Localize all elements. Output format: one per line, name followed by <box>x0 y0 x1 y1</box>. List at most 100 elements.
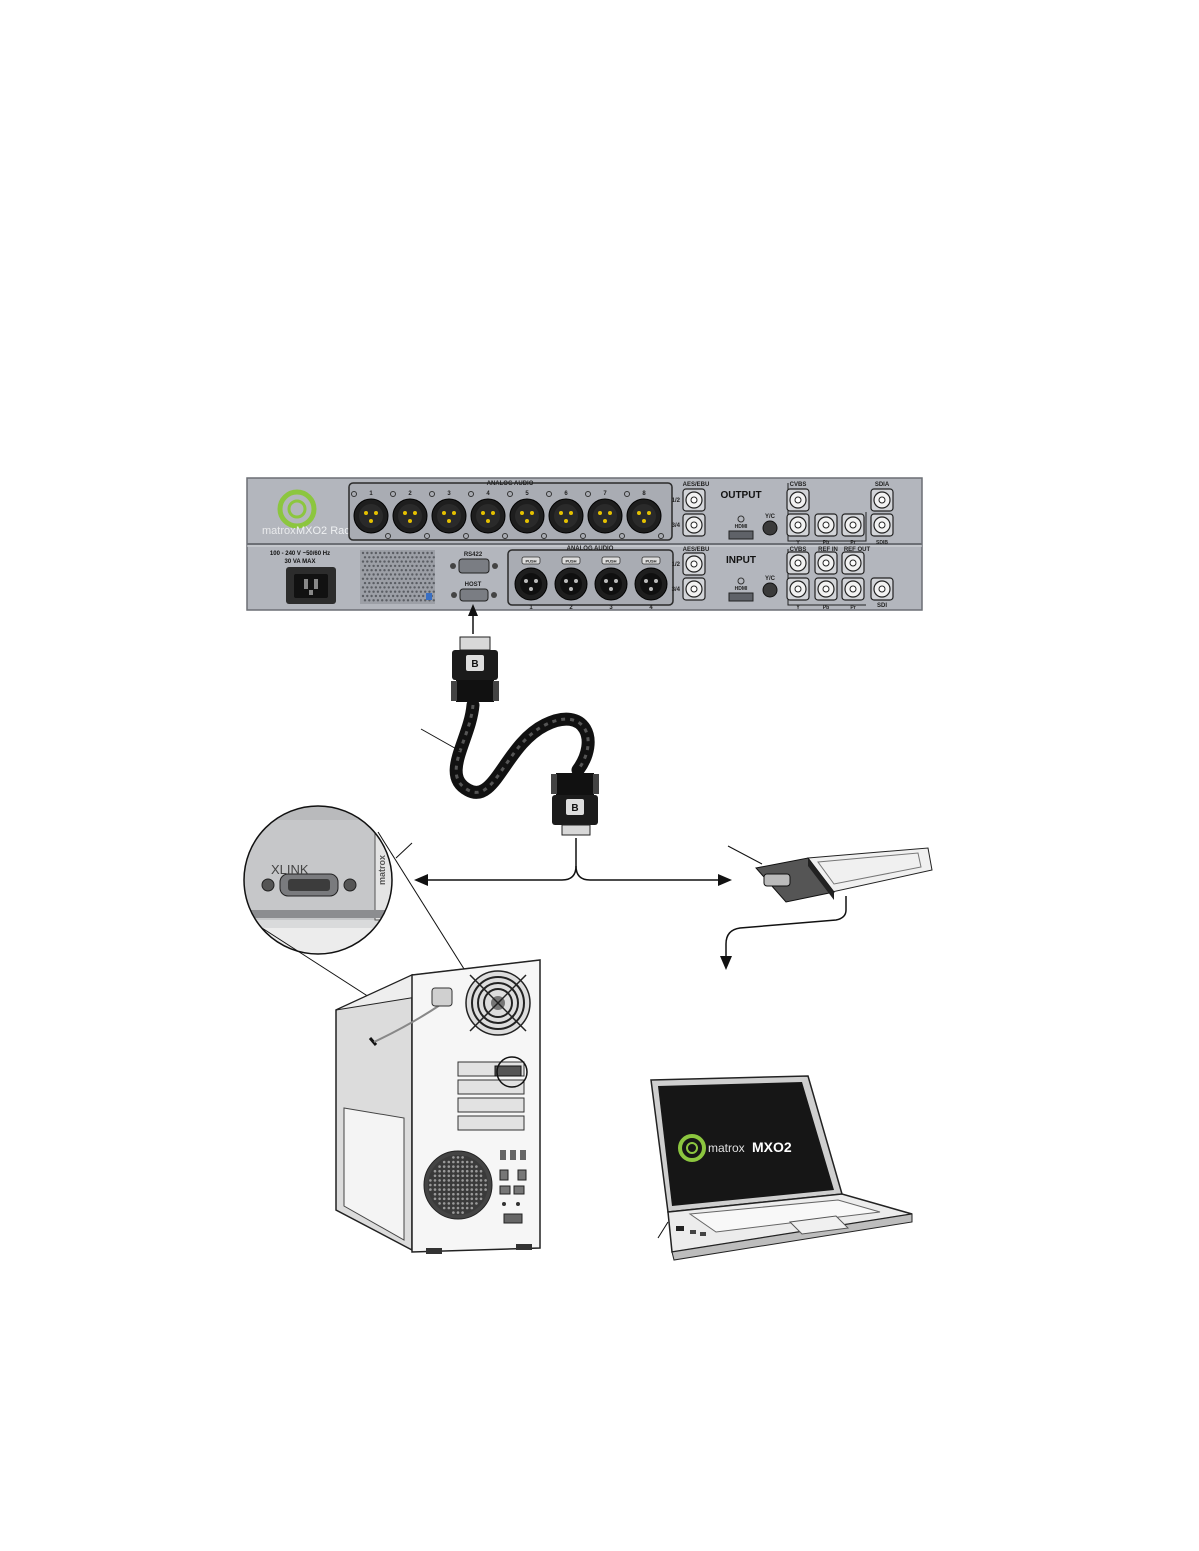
arrow-to-expresscard <box>575 865 724 881</box>
host-cable: B B <box>414 604 732 886</box>
connector-label-top: B <box>471 659 478 670</box>
output-aes-pair-2: 3/4 <box>672 523 681 529</box>
ref-in-label: REF IN <box>818 547 838 553</box>
input-cvbs-bnc <box>786 551 810 575</box>
power-button-icon <box>431 987 453 1007</box>
output-sdia-label: SDIA <box>875 482 890 488</box>
output-xlr-connector: 6 <box>546 491 586 539</box>
push-label: PUSH <box>605 559 616 564</box>
laptop-logo-icon <box>678 1134 706 1162</box>
push-label: PUSH <box>565 559 576 564</box>
output-aes-bnc-1 <box>682 488 706 512</box>
input-pr-bnc <box>841 577 865 601</box>
laptop-callout-line <box>657 1221 669 1239</box>
output-channel-label: 6 <box>564 491 568 497</box>
input-pb-bnc <box>814 577 838 601</box>
cable-connector-bottom: B <box>551 773 599 836</box>
ref-out-bnc <box>841 551 865 575</box>
fan-icon <box>465 970 531 1036</box>
power-inlet-icon <box>286 567 336 604</box>
inset-callout-line <box>395 842 413 859</box>
input-hdmi-port <box>728 592 754 602</box>
output-section-label: OUTPUT <box>720 490 761 501</box>
input-sdi-bnc <box>870 577 894 601</box>
input-channel-label: 1 <box>529 605 533 611</box>
xlink-port <box>261 873 357 897</box>
matrox-logo-icon <box>277 489 317 529</box>
output-yc-port <box>762 520 778 536</box>
input-aes-bnc-1 <box>682 552 706 576</box>
input-xlr-connector: PUSH 2 <box>554 556 588 611</box>
laptop-expresscard-slot <box>676 1226 684 1231</box>
output-pb-bnc <box>814 513 838 537</box>
xlink-port-label: XLINK <box>271 862 309 877</box>
input-pb-label: Pb <box>823 605 829 611</box>
host-port <box>451 588 497 602</box>
arrow-to-laptop <box>725 896 847 962</box>
input-y-label: Y <box>796 605 800 611</box>
rack-brand: matrox <box>262 525 296 537</box>
output-channel-label: 2 <box>408 491 412 497</box>
power-rating-line1: 100 - 240 V ~50/60 Hz <box>270 551 330 557</box>
output-y-label: Y <box>796 540 800 546</box>
input-aes-bnc-2 <box>682 577 706 601</box>
output-xlr-connector: 2 <box>390 491 430 539</box>
push-label: PUSH <box>645 559 656 564</box>
input-aes-pair-2: 3/4 <box>672 587 681 593</box>
input-xlr-connector: PUSH 1 <box>514 556 548 611</box>
input-aes-pair-1: 1/2 <box>672 562 681 568</box>
arrow-to-desktop <box>422 838 577 881</box>
output-aes-bnc-2 <box>682 513 706 537</box>
output-xlr-connector: 4 <box>468 491 508 539</box>
input-analog-audio-label: ANALOG AUDIO <box>567 546 614 552</box>
output-aes-pair-1: 1/2 <box>672 498 681 504</box>
output-channel-label: 5 <box>525 491 529 497</box>
rs422-port <box>450 558 498 574</box>
laptop-computer: matrox MXO2 <box>650 1075 913 1261</box>
input-xlr-connector: PUSH 4 <box>634 556 668 611</box>
output-y-bnc <box>786 513 810 537</box>
input-channel-label: 3 <box>609 605 613 611</box>
output-analog-audio-label: ANALOG AUDIO <box>487 481 534 487</box>
expresscard-callout-line <box>727 845 763 865</box>
status-led <box>426 593 432 600</box>
output-sdia-bnc <box>870 488 894 512</box>
input-yc-label: Y/C <box>765 576 776 582</box>
input-analog-audio-block <box>507 549 674 606</box>
ref-out-label: REF OUT <box>844 547 871 553</box>
rs422-label: RS422 <box>464 552 483 558</box>
output-channel-label: 3 <box>447 491 451 497</box>
expresscard-adapter <box>720 845 933 970</box>
output-xlr-connector: 8 <box>624 491 664 539</box>
output-cvbs-label: CVBS <box>790 482 807 488</box>
input-xlr-connector: PUSH 3 <box>594 556 628 611</box>
input-channel-label: 2 <box>569 605 573 611</box>
output-hdmi-label: HDMI <box>735 524 748 530</box>
input-hdmi-label: HDMI <box>735 586 748 592</box>
output-channel-label: 7 <box>603 491 607 497</box>
input-yc-port <box>762 582 778 598</box>
input-sdi-label: SDI <box>877 603 887 609</box>
input-aes-label: AES/EBU <box>683 547 710 553</box>
push-label: PUSH <box>525 559 536 564</box>
connector-label-bottom: B <box>571 803 578 814</box>
output-channel-label: 8 <box>642 491 646 497</box>
laptop-screen <box>658 1082 834 1206</box>
cable-callout-line <box>420 728 461 752</box>
input-pr-label: Pr <box>850 605 855 611</box>
output-cvbs-bnc <box>786 488 810 512</box>
output-xlr-connector: 5 <box>507 491 547 539</box>
ref-in-bnc <box>814 551 838 575</box>
input-xlr-connectors: PUSH 1 PUSH 2 PUSH 3 PUSH 4 <box>514 556 668 611</box>
output-pb-label: Pb <box>823 540 829 546</box>
rack-model: MXO2 Rack <box>296 525 356 537</box>
expansion-slots <box>457 1061 525 1131</box>
cable-connector-top: B <box>451 636 499 702</box>
output-xlr-connector: 7 <box>585 491 625 539</box>
input-channel-label: 4 <box>649 605 653 611</box>
input-y-bnc <box>786 577 810 601</box>
mxo2-rack-rear-panel: matrox MXO2 Rack ANALOG AUDIO 1 2 3 4 5 6 7 8 A… <box>246 477 923 611</box>
output-yc-label: Y/C <box>765 514 776 520</box>
desktop-computer <box>335 959 541 1254</box>
